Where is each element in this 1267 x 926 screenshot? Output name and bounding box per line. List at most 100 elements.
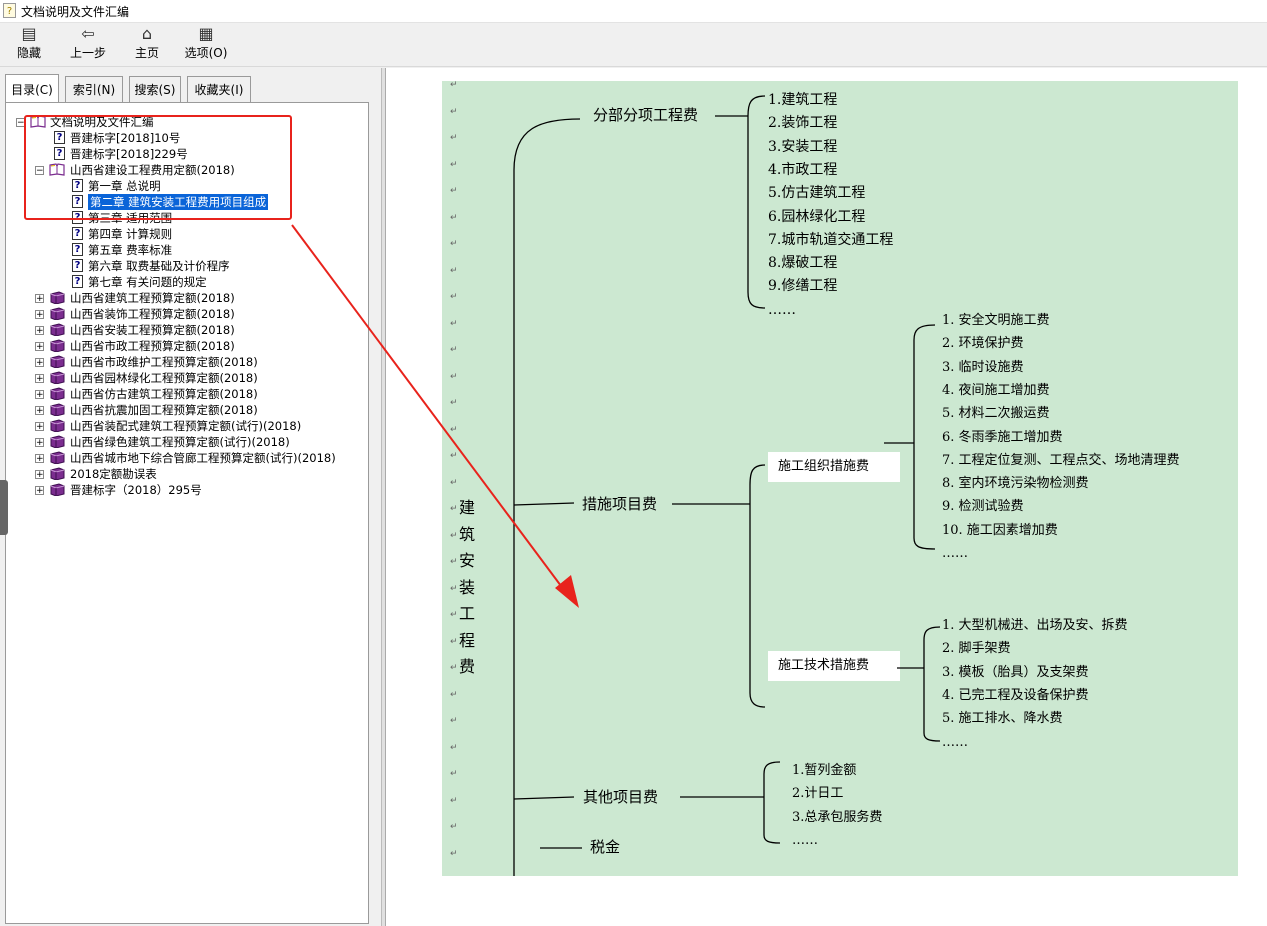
tree-item-book[interactable]: 山西省城市地下综合管廊工程预算定额(试行)(2018) xyxy=(70,451,336,465)
tree-row[interactable]: −文档说明及文件汇编 xyxy=(0,114,370,130)
tree-row[interactable]: + 山西省抗震加固工程预算定额(2018) xyxy=(0,402,370,418)
book-icon xyxy=(50,371,65,384)
resize-handle[interactable] xyxy=(0,480,8,535)
category-label: 其他项目费 xyxy=(583,788,659,806)
tree-item-chapter[interactable]: 第七章 有关问题的规定 xyxy=(88,275,207,289)
tree-row[interactable]: + 山西省绿色建筑工程预算定额(试行)(2018) xyxy=(0,434,370,450)
tree-row[interactable]: ? 晋建标字[2018]229号 xyxy=(0,146,370,162)
tree-item-chapter[interactable]: 第一章 总说明 xyxy=(88,179,161,193)
expand-toggle[interactable]: + xyxy=(35,342,44,352)
expand-toggle[interactable]: + xyxy=(35,358,44,368)
list-item: 1. 大型机械进、出场及安、拆费 xyxy=(942,618,1128,633)
expand-toggle[interactable]: + xyxy=(35,326,44,336)
tree-row[interactable]: ? 第七章 有关问题的规定 xyxy=(0,274,370,290)
tree-item-chapter[interactable]: 第六章 取费基础及计价程序 xyxy=(88,259,230,273)
tree-row[interactable]: + 山西省市政维护工程预算定额(2018) xyxy=(0,354,370,370)
tree-item-doc[interactable]: 晋建标字[2018]10号 xyxy=(70,131,181,145)
hide-button[interactable]: ▤ 隐藏 xyxy=(10,23,48,66)
tree-row[interactable]: ?第六章 取费基础及计价程序 xyxy=(0,258,370,274)
root-label-char: 装 xyxy=(459,577,476,597)
expand-toggle[interactable]: + xyxy=(35,454,44,464)
tree-row[interactable]: + 山西省园林绿化工程预算定额(2018) xyxy=(0,370,370,386)
tree-item-book[interactable]: 山西省市政工程预算定额(2018) xyxy=(70,339,235,353)
tree-row[interactable]: + 山西省装配式建筑工程预算定额(试行)(2018) xyxy=(0,418,370,434)
tree-row[interactable]: ?第二章 建筑安装工程费用项目组成 xyxy=(0,194,370,210)
tree-item-book[interactable]: 山西省抗震加固工程预算定额(2018) xyxy=(70,403,258,417)
book-icon xyxy=(50,483,65,496)
tree-item-chapter[interactable]: 第二章 建筑安装工程费用项目组成 xyxy=(88,194,269,210)
tree-row[interactable]: ?第四章 计算规则 xyxy=(0,226,370,242)
pane-splitter[interactable] xyxy=(382,68,386,926)
tree-row[interactable]: + 山西省安装工程预算定额(2018) xyxy=(0,322,370,338)
category-label: 措施项目费 xyxy=(582,495,658,513)
list-item: 2. 环境保护费 xyxy=(942,336,1024,352)
tree-row[interactable]: + 山西省装饰工程预算定额(2018) xyxy=(0,306,370,322)
tab-search[interactable]: 搜索(S) xyxy=(129,76,181,102)
tab-favorites[interactable]: 收藏夹(I) xyxy=(187,76,251,102)
tree-item-book[interactable]: 山西省市政维护工程预算定额(2018) xyxy=(70,355,258,369)
tree-item-book[interactable]: 山西省园林绿化工程预算定额(2018) xyxy=(70,371,258,385)
tree-item-book[interactable]: 山西省安装工程预算定额(2018) xyxy=(70,323,235,337)
tree-row[interactable]: + 山西省城市地下综合管廊工程预算定额(试行)(2018) xyxy=(0,450,370,466)
paragraph-mark: ↵ xyxy=(450,477,458,488)
book-icon xyxy=(50,355,65,368)
list-item: 7. 工程定位复测、工程点交、场地清理费 xyxy=(942,452,1180,468)
tree-row[interactable]: + 山西省市政工程预算定额(2018) xyxy=(0,338,370,354)
paragraph-mark: ↵ xyxy=(450,80,458,90)
tree-item-book[interactable]: 山西省建筑工程预算定额(2018) xyxy=(70,291,235,305)
tree-row[interactable]: ?晋建标字[2018]10号 xyxy=(0,130,370,146)
paragraph-mark: ↵ xyxy=(450,159,458,170)
tree-item-book[interactable]: 2018定额勘误表 xyxy=(70,467,157,481)
tree-item-book[interactable]: 山西省装饰工程预算定额(2018) xyxy=(70,307,235,321)
home-button[interactable]: ⌂ 主页 xyxy=(128,23,166,66)
help-topic-icon: ? xyxy=(72,275,83,288)
back-arrow-icon: ⇦ xyxy=(81,24,95,43)
tree-item-chapter[interactable]: 第四章 计算规则 xyxy=(88,227,173,241)
expand-toggle[interactable]: + xyxy=(35,390,44,400)
help-topic-icon: ? xyxy=(72,179,83,192)
expand-toggle[interactable]: + xyxy=(35,486,44,496)
back-button[interactable]: ⇦ 上一步 xyxy=(64,23,112,66)
tree-item-doc[interactable]: 晋建标字[2018]229号 xyxy=(70,147,188,161)
paragraph-mark: ↵ xyxy=(450,663,458,673)
expand-toggle[interactable]: + xyxy=(35,374,44,384)
book-icon xyxy=(50,387,65,400)
tree-item-book[interactable]: 山西省绿色建筑工程预算定额(试行)(2018) xyxy=(70,435,290,449)
tree-row[interactable]: ? 第五章 费率标准 xyxy=(0,242,370,258)
list-item: 10. 施工因素增加费 xyxy=(942,522,1058,538)
tree-item-chapter[interactable]: 第五章 费率标准 xyxy=(88,243,173,257)
tree-row[interactable]: ? 第一章 总说明 xyxy=(0,178,370,194)
subcategory-box: 施工技术措施费 xyxy=(768,651,900,681)
tree-item-book[interactable]: 山西省仿古建筑工程预算定额(2018) xyxy=(70,387,258,401)
list-item: 5. 材料二次搬运费 xyxy=(942,406,1050,422)
tab-contents[interactable]: 目录(C) xyxy=(5,74,59,104)
tree-row[interactable]: +2018定额勘误表 xyxy=(0,466,370,482)
tree-row[interactable]: + 晋建标字（2018）295号 xyxy=(0,482,370,498)
expand-toggle[interactable]: + xyxy=(35,422,44,432)
paragraph-mark: ↵ xyxy=(450,557,458,567)
options-button[interactable]: ▦ 选项(O) xyxy=(180,23,232,66)
collapse-toggle[interactable]: − xyxy=(35,166,44,176)
tree-item-book[interactable]: 山西省建设工程费用定额(2018) xyxy=(70,163,235,177)
expand-toggle[interactable]: + xyxy=(35,406,44,416)
tree-item-book[interactable]: 晋建标字（2018）295号 xyxy=(70,483,202,497)
tree-row[interactable]: + 山西省建筑工程预算定额(2018) xyxy=(0,290,370,306)
help-topic-icon: ? xyxy=(72,243,83,256)
expand-toggle[interactable]: + xyxy=(35,438,44,448)
expand-toggle[interactable]: + xyxy=(35,470,44,480)
paragraph-mark: ↵ xyxy=(450,504,458,514)
list-item: 9.修缮工程 xyxy=(768,278,838,295)
paragraph-mark: ↵ xyxy=(450,636,458,647)
help-topic-icon: ? xyxy=(54,147,65,160)
paragraph-mark: ↵ xyxy=(450,292,458,302)
tree-item-root[interactable]: 文档说明及文件汇编 xyxy=(50,115,154,129)
tree-item-book[interactable]: 山西省装配式建筑工程预算定额(试行)(2018) xyxy=(70,419,302,433)
expand-toggle[interactable]: + xyxy=(35,310,44,320)
subcategory-box: 施工组织措施费 xyxy=(768,452,900,482)
highlight-box xyxy=(24,115,292,220)
tab-index[interactable]: 索引(N) xyxy=(65,76,123,102)
tree-row[interactable]: + 山西省仿古建筑工程预算定额(2018) xyxy=(0,386,370,402)
tree-row[interactable]: − 山西省建设工程费用定额(2018) xyxy=(0,162,370,178)
contents-tree[interactable] xyxy=(5,102,369,924)
expand-toggle[interactable]: + xyxy=(35,294,44,304)
